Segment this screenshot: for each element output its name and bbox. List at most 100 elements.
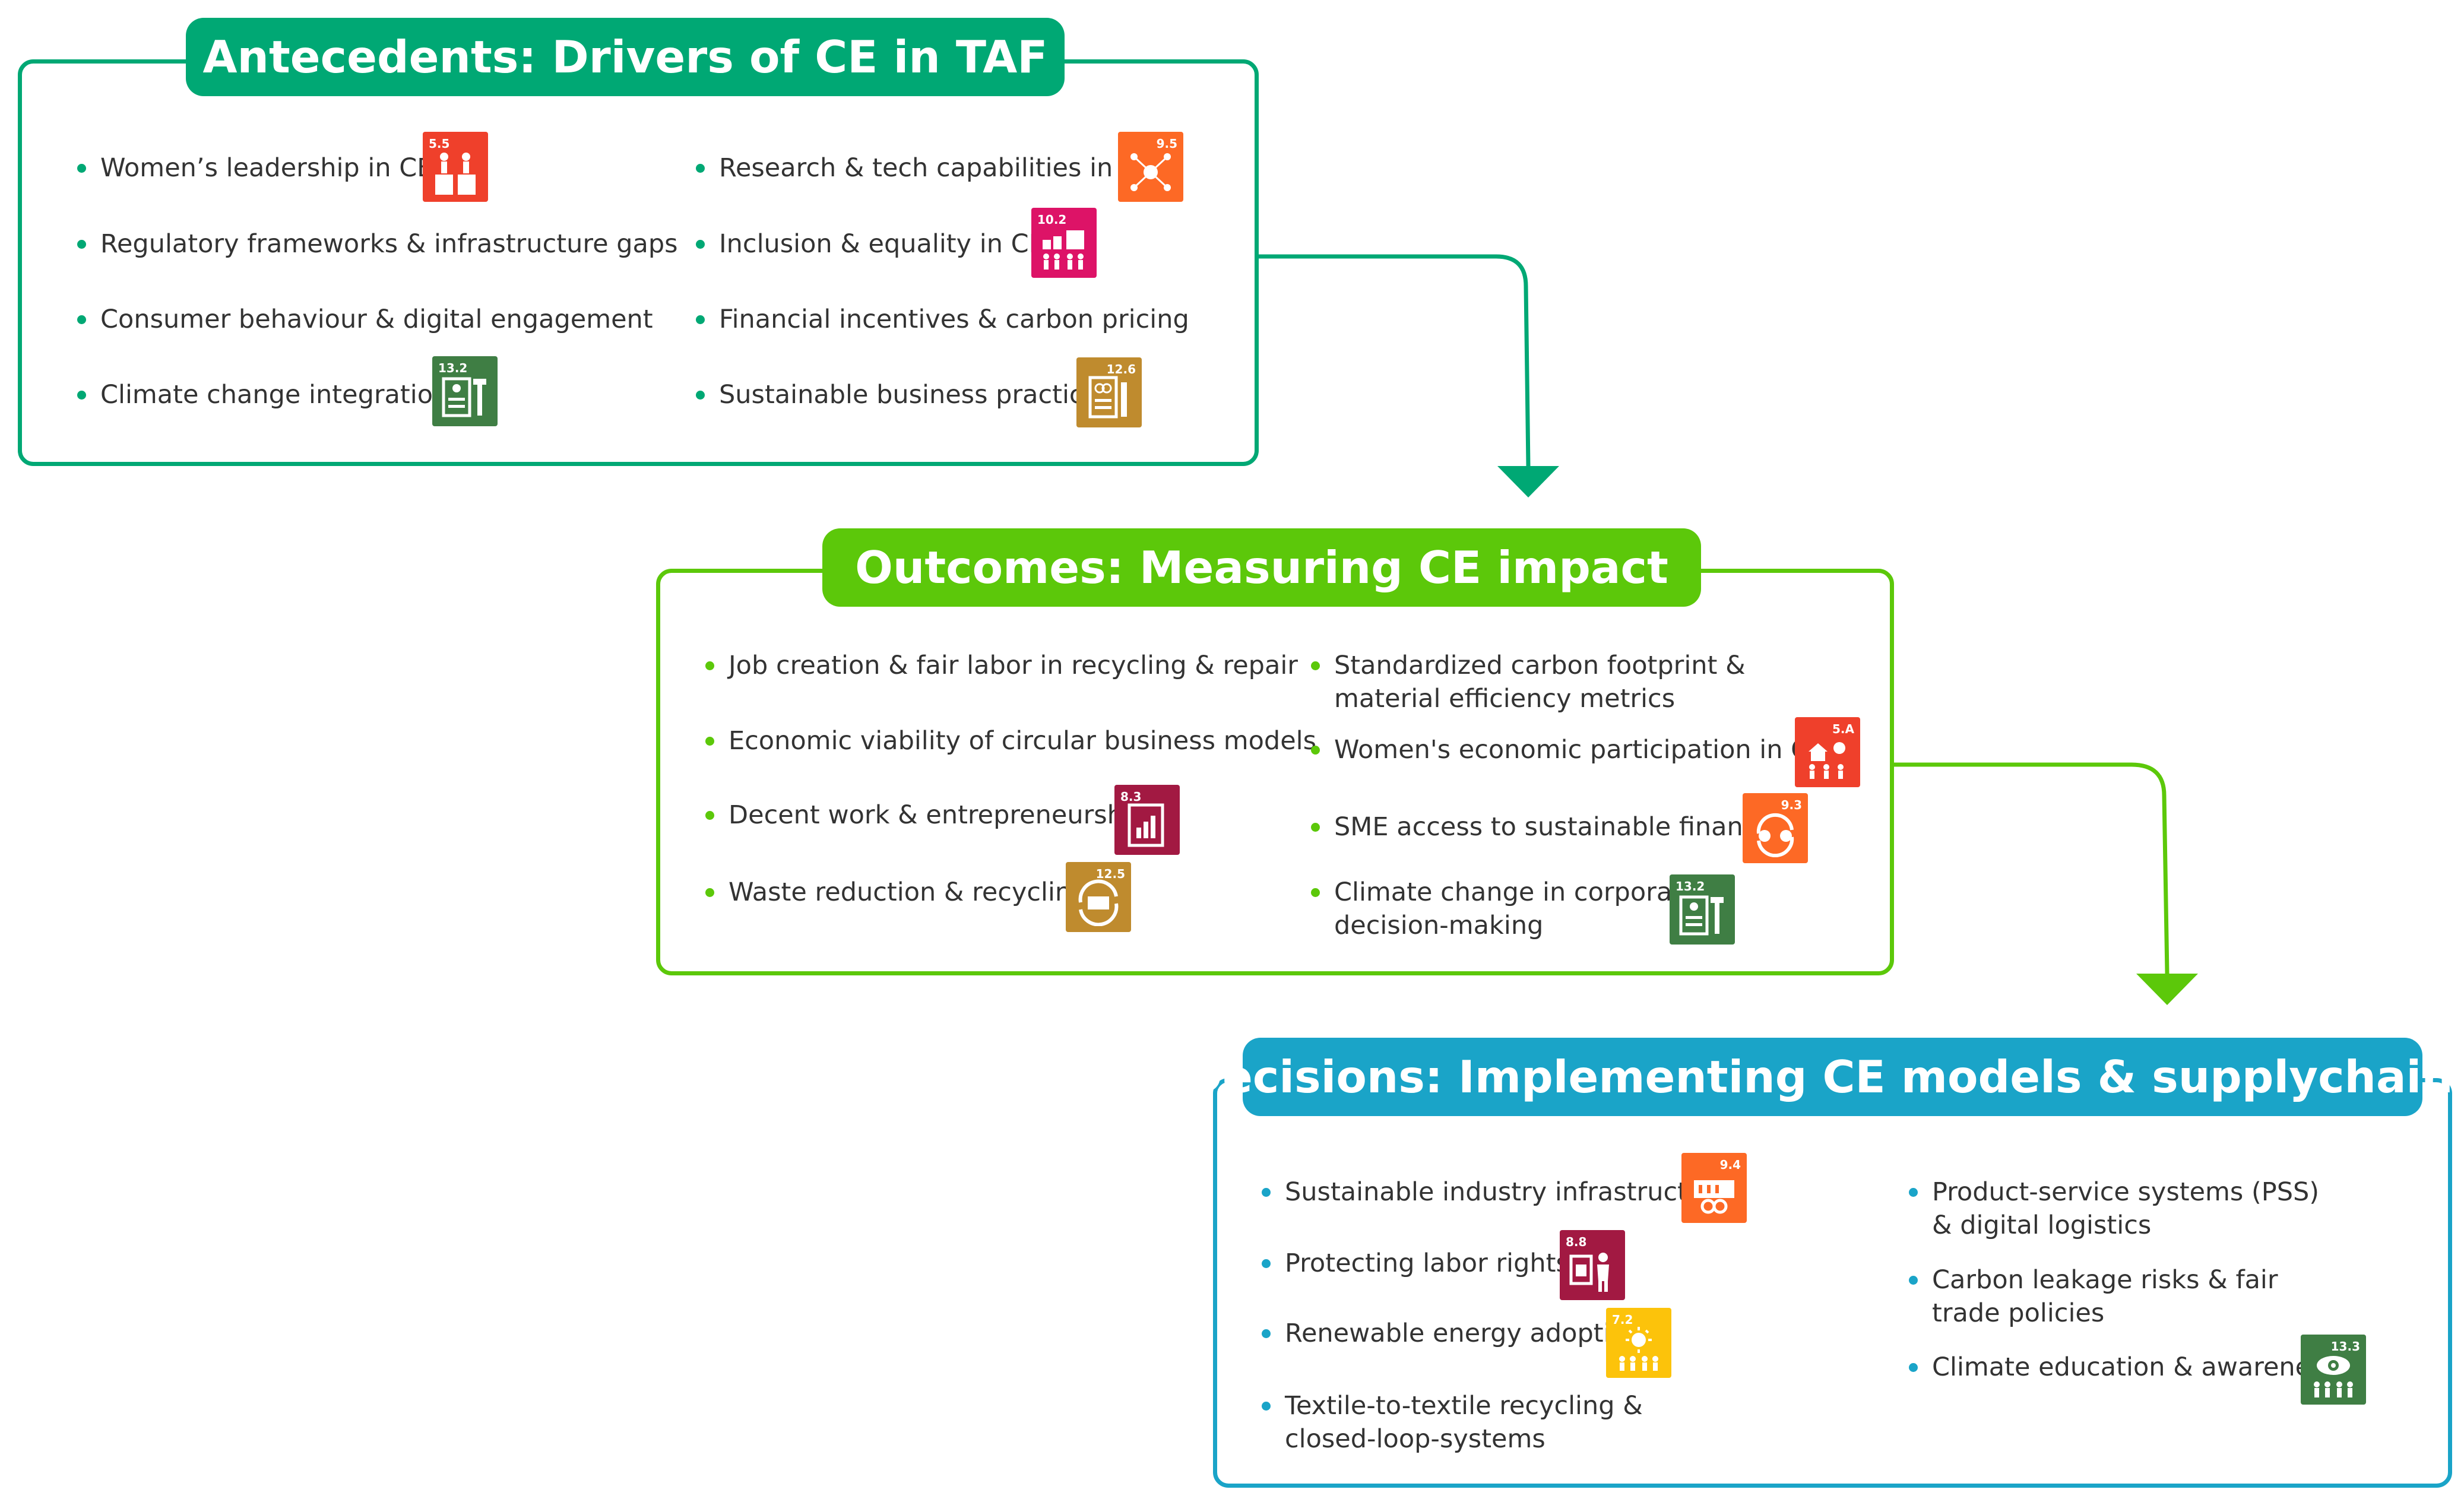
- bullet-dot: [1909, 1276, 1918, 1285]
- bullet-dot: [1262, 1402, 1271, 1411]
- decent-work-icon: 8.3: [1114, 785, 1180, 855]
- bullet-dot: [1909, 1363, 1918, 1372]
- outcomes-item: SME access to sustainable finance: [1311, 810, 1773, 844]
- bullet-dot: [77, 391, 86, 400]
- item-text: Textile-to-textile recycling &: [1285, 1391, 1643, 1421]
- recycling-icon: 12.5: [1066, 862, 1131, 932]
- bullet-dot: [696, 315, 705, 324]
- item-text: Climate change integration: [100, 380, 449, 410]
- sdg-target-number: 8.8: [1566, 1235, 1587, 1249]
- bullet-dot: [705, 661, 714, 670]
- sdg-target-number: 12.6: [1106, 362, 1136, 376]
- sdg-target-number: 12.5: [1095, 867, 1125, 881]
- item-text: trade policies: [1932, 1298, 2105, 1328]
- sustainable-reporting-icon: 12.6: [1076, 357, 1142, 427]
- sdg-target-number: 8.3: [1120, 790, 1142, 804]
- sdg-target-number: 13.3: [2330, 1339, 2360, 1354]
- decisions-item: Sustainable industry infrastructure: [1262, 1175, 1729, 1209]
- item-text: Regulatory frameworks & infrastructure g…: [100, 229, 678, 259]
- sme-finance-icon: 9.3: [1743, 793, 1808, 863]
- item-text: Sustainable business practices: [719, 380, 1113, 410]
- item-text: Product-service systems (PSS): [1932, 1177, 2320, 1207]
- bullet-dot: [1262, 1329, 1271, 1338]
- bullet-dot: [77, 315, 86, 324]
- item-text: material efficiency metrics: [1334, 684, 1676, 714]
- research-icon: 9.5: [1118, 132, 1183, 202]
- sdg-target-number: 13.2: [1676, 879, 1705, 893]
- bullet-dot: [705, 888, 714, 897]
- item-text: SME access to sustainable finance: [1334, 812, 1773, 842]
- item-text: Waste reduction & recycling: [729, 877, 1088, 907]
- item-text: & digital logistics: [1932, 1210, 2152, 1240]
- item-text: Decent work & entrepreneurship: [729, 800, 1147, 830]
- antecedents-item: Sustainable business practices: [696, 378, 1112, 411]
- antecedents-item: Consumer behaviour & digital engagement: [77, 303, 653, 336]
- sdg-target-number: 9.5: [1156, 137, 1177, 151]
- outcomes-item: Women's economic participation in CE: [1311, 733, 1825, 766]
- item-text: decision-making: [1334, 911, 1544, 940]
- industry-infrastructure-icon: 9.4: [1681, 1153, 1747, 1223]
- item-text: Consumer behaviour & digital engagement: [100, 305, 653, 334]
- sdg-target-number: 13.2: [438, 361, 468, 375]
- decisions-item: Climate education & awareness: [1909, 1351, 2338, 1384]
- climate-policy-icon: 13.2: [432, 356, 498, 426]
- item-text: Economic viability of circular business …: [729, 726, 1317, 756]
- antecedents-title: Antecedents: Drivers of CE in TAF: [186, 18, 1065, 96]
- bullet-dot: [1311, 823, 1320, 832]
- outcomes-item: Decent work & entrepreneurship: [705, 798, 1147, 832]
- outcomes-item: Standardized carbon footprint & material …: [1311, 649, 1746, 715]
- item-text: Job creation & fair labor in recycling &…: [729, 651, 1298, 680]
- antecedents-item: Regulatory frameworks & infrastructure g…: [77, 227, 678, 261]
- bullet-dot: [1311, 888, 1320, 897]
- item-text: Women's economic participation in CE: [1334, 735, 1825, 765]
- arrow-outcomes-to-decisions: [1892, 762, 2170, 974]
- antecedents-item: Climate change integration: [77, 378, 449, 411]
- item-text: Women’s leadership in CE: [100, 153, 433, 183]
- decisions-item: Product-service systems (PSS)& digital l…: [1909, 1175, 2319, 1242]
- sdg-target-number: 7.2: [1612, 1313, 1633, 1327]
- decisions-item: Textile-to-textile recycling &closed-loo…: [1262, 1389, 1643, 1456]
- climate-education-icon: 13.3: [2301, 1335, 2366, 1405]
- bullet-dot: [1311, 746, 1320, 755]
- item-text: Climate education & awareness: [1932, 1352, 2338, 1382]
- sdg-target-number: 5.5: [429, 137, 450, 151]
- decisions-panel: [1213, 1078, 2452, 1488]
- renewable-energy-icon: 7.2: [1606, 1308, 1671, 1378]
- item-text: Research & tech capabilities in CE: [719, 153, 1155, 183]
- women-leadership-icon: 5.5: [423, 132, 488, 202]
- item-text: Renewable energy adoption: [1285, 1319, 1643, 1348]
- decisions-item: Protecting labor rights: [1262, 1247, 1569, 1280]
- sdg-target-number: 9.4: [1719, 1158, 1741, 1172]
- arrow-head-outcomes: [1497, 466, 1559, 497]
- inclusion-icon: 10.2: [1031, 208, 1097, 278]
- bullet-dot: [705, 811, 714, 820]
- arrow-antecedents-to-outcomes: [1255, 254, 1531, 467]
- bullet-dot: [77, 164, 86, 173]
- outcomes-item: Climate change in corporate decision-maki…: [1311, 876, 1698, 942]
- sdg-target-number: 10.2: [1037, 213, 1067, 227]
- climate-policy-icon: 13.2: [1670, 874, 1735, 945]
- bullet-dot: [1909, 1188, 1918, 1197]
- decisions-item: Renewable energy adoption: [1262, 1317, 1642, 1350]
- women-economic-icon: 5.A: [1795, 717, 1860, 787]
- labor-rights-icon: 8.8: [1560, 1230, 1625, 1300]
- outcomes-item: Waste reduction & recycling: [705, 876, 1087, 909]
- item-text: Protecting labor rights: [1285, 1248, 1569, 1278]
- item-text: closed-loop-systems: [1285, 1424, 1545, 1454]
- sdg-target-number: 5.A: [1832, 722, 1854, 736]
- item-text: Standardized carbon footprint &: [1334, 651, 1746, 680]
- bullet-dot: [696, 391, 705, 400]
- outcomes-item: Job creation & fair labor in recycling &…: [705, 649, 1298, 682]
- item-text: Sustainable industry infrastructure: [1285, 1177, 1730, 1207]
- bullet-dot: [77, 240, 86, 249]
- sdg-target-number: 9.3: [1781, 798, 1802, 812]
- bullet-dot: [1311, 661, 1320, 670]
- item-text: Financial incentives & carbon pricing: [719, 305, 1189, 334]
- arrow-head-decisions: [2136, 974, 2198, 1005]
- item-text: Inclusion & equality in CE: [719, 229, 1045, 259]
- outcomes-item: Economic viability of circular business …: [705, 724, 1316, 758]
- item-text: Climate change in corporate: [1334, 877, 1698, 907]
- decisions-title: Decisions: Implementing CE models & supp…: [1186, 1038, 2464, 1116]
